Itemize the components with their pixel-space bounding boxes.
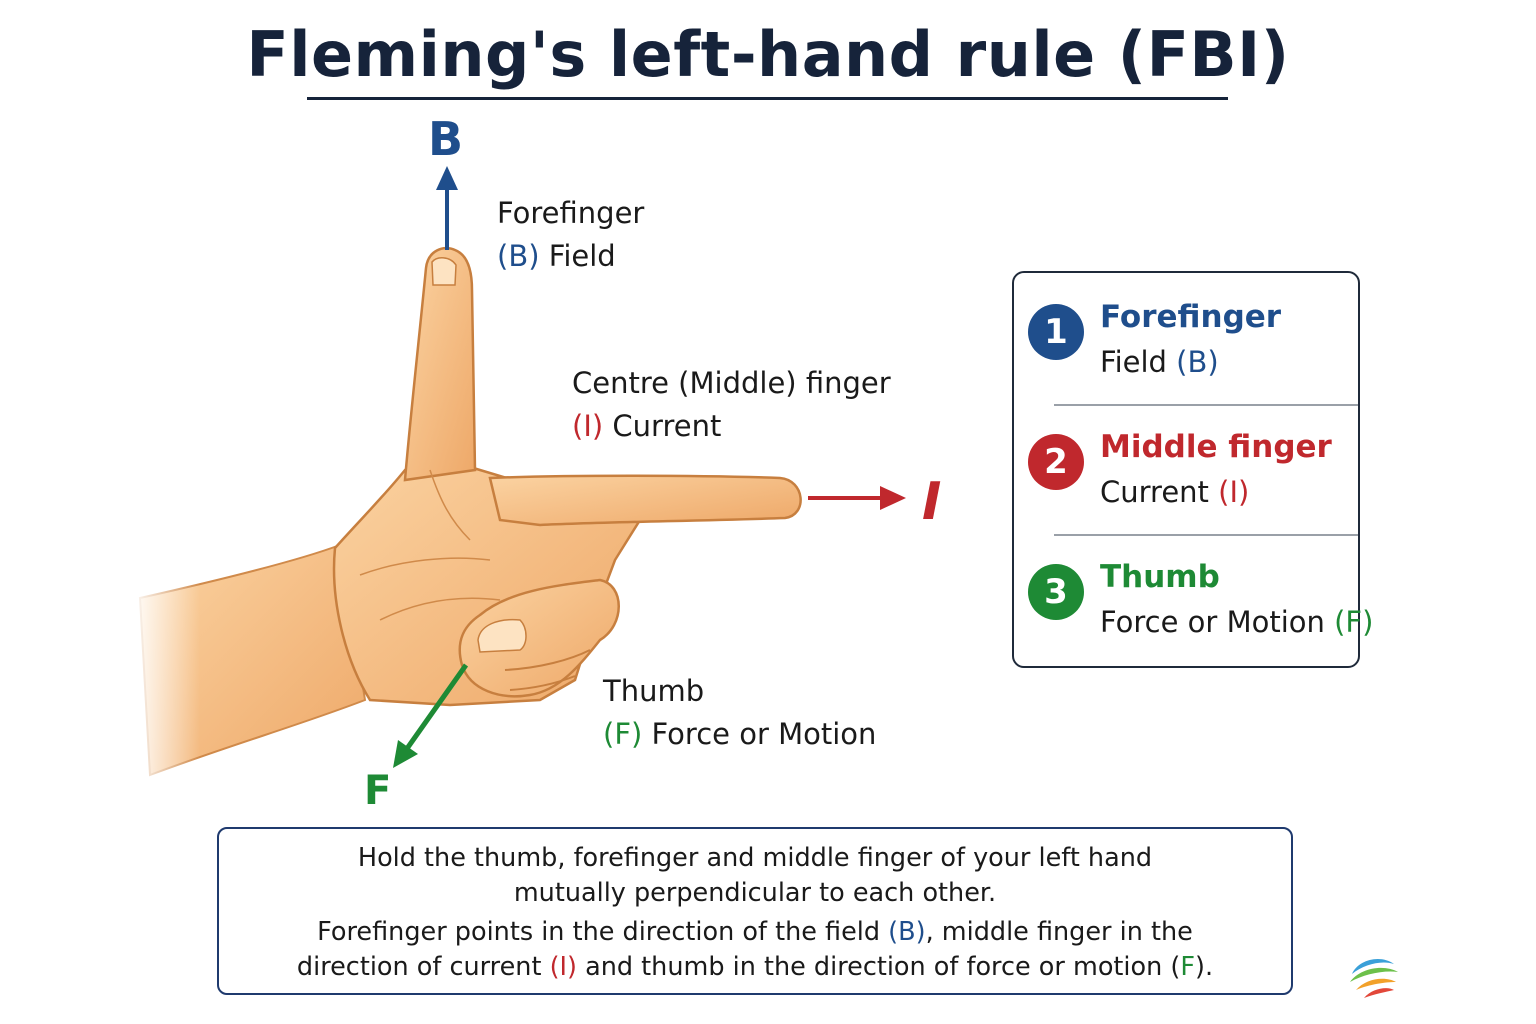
symbol-i: (I) <box>549 952 577 982</box>
legend-symbol: (I) <box>1218 475 1250 509</box>
thumb-name: Thumb <box>603 674 705 708</box>
explanation-line-4: direction of current (I) and thumb in th… <box>219 952 1291 982</box>
middle-finger-quantity: Current <box>612 409 722 443</box>
thumb-meaning: (F) Force or Motion <box>603 713 876 756</box>
badge-3-icon: 3 <box>1028 564 1084 620</box>
forefinger-meaning: (B) Field <box>497 235 644 278</box>
legend-divider <box>1054 404 1358 406</box>
legend-label: Force or Motion <box>1100 605 1325 639</box>
thumb-nail <box>477 618 527 653</box>
symbol-b: (B) <box>888 917 926 947</box>
badge-1-icon: 1 <box>1028 304 1084 360</box>
legend-label: Field <box>1100 345 1167 379</box>
legend-title: Thumb <box>1100 559 1220 595</box>
explanation-line-2: mutually perpendicular to each other. <box>513 878 997 908</box>
legend-item-forefinger: 1 Forefinger Field (B) <box>1014 273 1358 403</box>
page-title: Fleming's left-hand rule (FBI) <box>246 18 1290 91</box>
text: , middle finger in the <box>925 917 1193 947</box>
forefinger-name: Forefinger <box>497 196 645 230</box>
middle-finger <box>488 474 802 527</box>
legend-symbol: (B) <box>1176 345 1219 379</box>
forefinger-label: Forefinger (B) Field <box>497 192 644 278</box>
legend-item-middle: 2 Middle finger Current (I) <box>1014 404 1358 534</box>
badge-2-icon: 2 <box>1028 434 1084 490</box>
force-arrow <box>403 663 469 752</box>
legend-sub: Current (I) <box>1100 475 1249 509</box>
axis-label-f: F <box>364 768 392 814</box>
legend-label: Current <box>1100 475 1209 509</box>
legend-item-thumb: 3 Thumb Force or Motion (F) <box>1014 534 1373 664</box>
text: ). <box>1195 952 1214 982</box>
legend-title: Forefinger <box>1100 299 1282 335</box>
legend-divider <box>1054 534 1358 536</box>
middle-finger-meaning: (I) Current <box>572 405 891 448</box>
forefinger-symbol: (B) <box>497 239 540 273</box>
legend-sub: Force or Motion (F) <box>1100 605 1373 639</box>
legend-sub: Field (B) <box>1100 345 1219 379</box>
forefinger-nail <box>431 257 457 286</box>
axis-label-i: I <box>922 472 942 532</box>
forefinger <box>403 246 477 482</box>
explanation-box: Hold the thumb, forefinger and middle fi… <box>217 827 1293 995</box>
legend-box: 1 Forefinger Field (B) 2 Middle finger C… <box>1012 271 1373 668</box>
curled-fingers <box>458 578 620 698</box>
thumb-symbol: (F) <box>603 717 643 751</box>
thumb-label: Thumb (F) Force or Motion <box>603 670 876 756</box>
forefinger-quantity: Field <box>548 239 616 273</box>
middle-finger-label: Centre (Middle) finger (I) Current <box>572 362 891 448</box>
middle-finger-symbol: (I) <box>572 409 604 443</box>
current-arrowhead <box>880 486 906 510</box>
legend-symbol: (F) <box>1334 605 1374 639</box>
globe-logo-icon <box>1350 952 1398 1000</box>
force-arrowhead <box>393 740 418 768</box>
middle-finger-name: Centre (Middle) finger <box>572 366 891 400</box>
explanation-line-1: Hold the thumb, forefinger and middle fi… <box>357 843 1153 873</box>
explanation-line-3: Forefinger points in the direction of th… <box>219 917 1291 947</box>
field-arrowhead <box>436 166 458 190</box>
text: Forefinger points in the direction of th… <box>317 917 889 947</box>
text: direction of current <box>296 952 550 982</box>
text: and thumb in the direction of force or m… <box>576 952 1181 982</box>
legend-title: Middle finger <box>1100 429 1332 465</box>
title-underline <box>307 97 1228 100</box>
symbol-f: F <box>1180 952 1195 982</box>
thumb-quantity: Force or Motion <box>651 717 877 751</box>
axis-label-b: B <box>428 112 464 166</box>
